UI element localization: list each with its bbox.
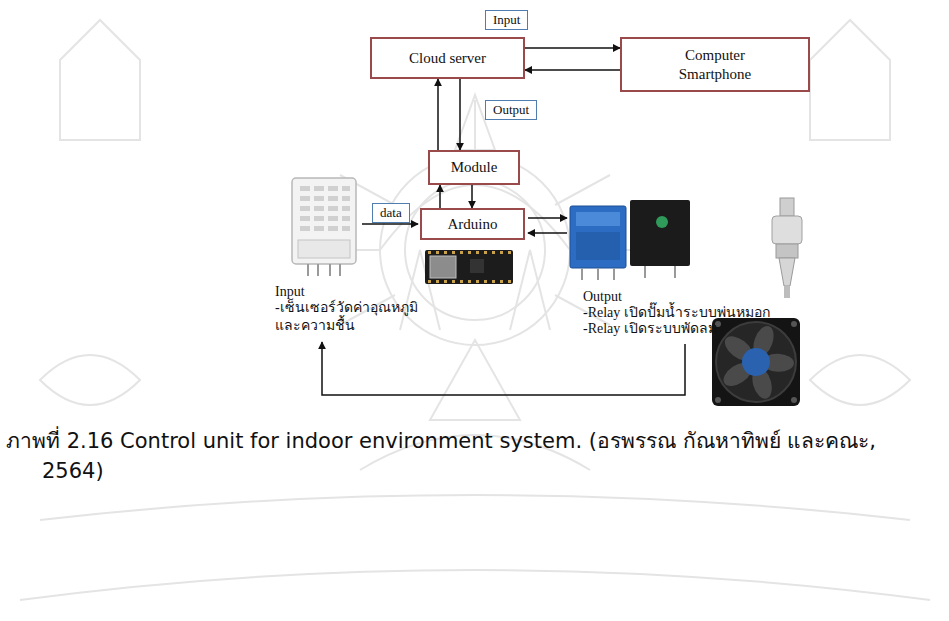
flow-arrow bbox=[459, 79, 461, 150]
flow-arrow bbox=[437, 79, 439, 150]
flow-arrow bbox=[525, 69, 620, 71]
flow-arrow bbox=[439, 185, 441, 208]
part-label: -Relay เปิดปั๊มน้ำระบบพ่นหมอก bbox=[583, 304, 770, 322]
process-box: Cloud server bbox=[370, 37, 525, 79]
box-label: Arduino bbox=[448, 215, 498, 234]
humidity-sensor bbox=[292, 178, 356, 276]
process-box: Module bbox=[428, 150, 520, 185]
flow-arrow bbox=[471, 185, 473, 208]
part-label: Input bbox=[275, 283, 305, 301]
signal-tag: Output bbox=[485, 100, 537, 120]
box-label: Module bbox=[451, 158, 498, 177]
signal-tag: Input bbox=[485, 10, 528, 30]
relay-modules bbox=[570, 200, 690, 280]
box-label: Computer Smartphone bbox=[665, 46, 765, 84]
signal-tag: data bbox=[372, 203, 410, 223]
watermark-emblem bbox=[20, 20, 930, 600]
box-label: Cloud server bbox=[409, 49, 486, 68]
process-box: Arduino bbox=[420, 208, 525, 240]
process-box: Computer Smartphone bbox=[620, 37, 810, 92]
figure-caption: ภาพที่ 2.16 Control unit for indoor envi… bbox=[6, 426, 942, 487]
part-label: -Relay เปิดระบบพัดลม bbox=[583, 320, 717, 338]
esp32-board bbox=[425, 250, 513, 284]
part-label: -เซ็นเซอร์วัดค่าอุณหภูมิ และความชื้น bbox=[275, 299, 440, 334]
part-label: Output bbox=[583, 288, 622, 306]
mist-nozzle bbox=[772, 198, 802, 298]
cooling-fan bbox=[712, 318, 800, 406]
flow-arrow bbox=[525, 47, 620, 49]
